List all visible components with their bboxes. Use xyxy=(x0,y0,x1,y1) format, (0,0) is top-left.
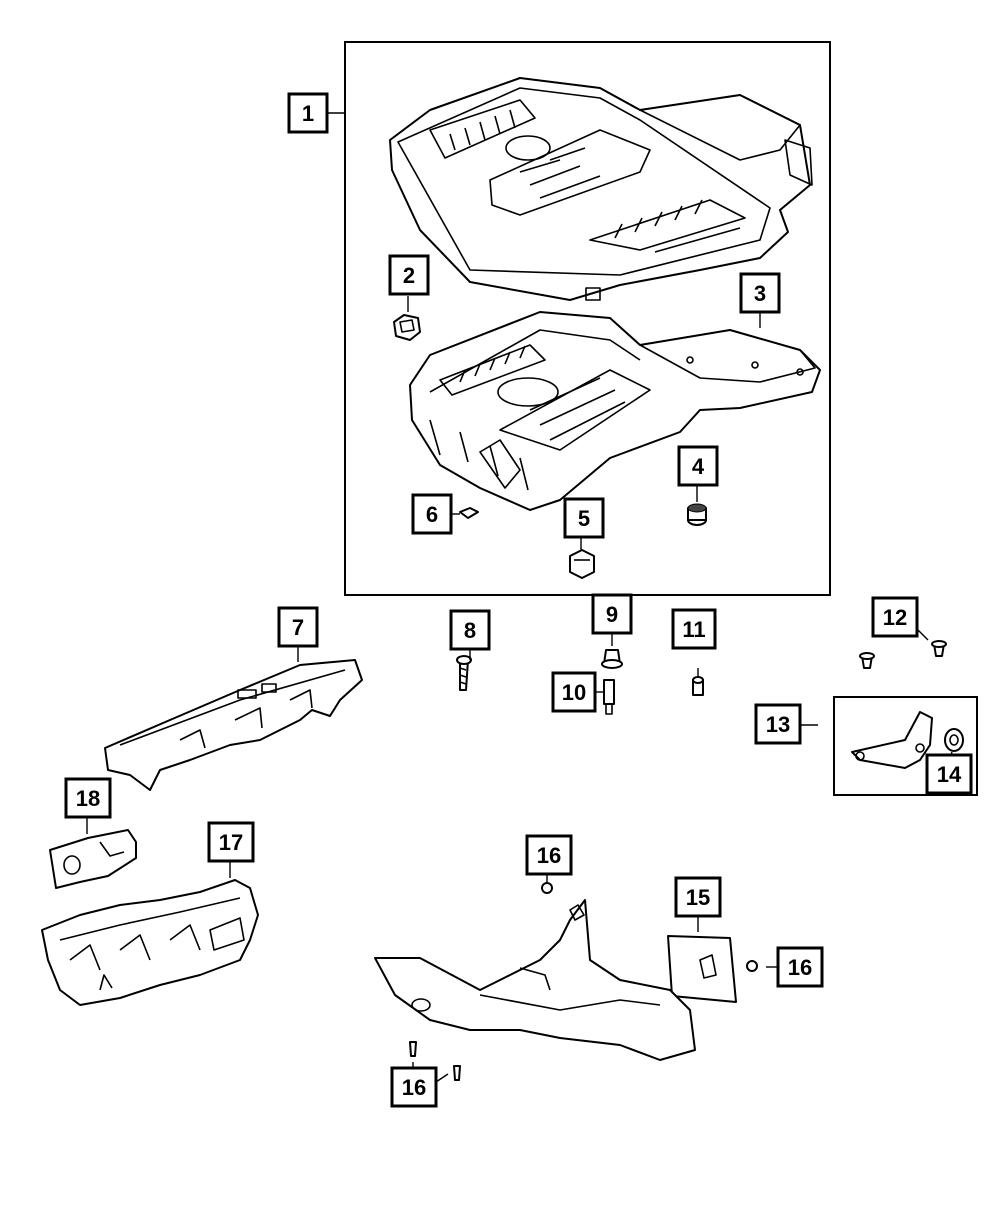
svg-text:3: 3 xyxy=(754,281,766,306)
callout-4: 4 xyxy=(677,445,719,487)
stud-part xyxy=(603,679,615,715)
pin-part xyxy=(692,676,704,696)
callout-16-top: 16 xyxy=(525,834,573,876)
callout-7: 7 xyxy=(277,606,319,648)
svg-text:16: 16 xyxy=(402,1075,426,1100)
svg-text:11: 11 xyxy=(682,617,705,642)
svg-text:16: 16 xyxy=(788,955,812,980)
svg-text:6: 6 xyxy=(426,502,438,527)
callout-6: 6 xyxy=(411,493,453,535)
svg-text:1: 1 xyxy=(302,101,314,126)
svg-text:7: 7 xyxy=(292,615,304,640)
callout-14: 14 xyxy=(925,753,973,795)
callout-18: 18 xyxy=(64,777,112,819)
callout-3: 3 xyxy=(739,272,781,314)
nut-part xyxy=(393,314,421,341)
engine-cover-group-frame xyxy=(344,41,831,596)
callout-17: 17 xyxy=(207,821,255,863)
nut-part-5 xyxy=(569,549,595,579)
callout-1: 1 xyxy=(287,92,329,134)
callout-5: 5 xyxy=(563,497,605,539)
svg-text:14: 14 xyxy=(937,762,962,787)
callout-8: 8 xyxy=(449,609,491,651)
svg-text:17: 17 xyxy=(219,830,243,855)
bolt-part-8 xyxy=(456,655,472,691)
svg-text:18: 18 xyxy=(76,786,100,811)
bracket-group-frame xyxy=(833,696,978,796)
callout-16-bottom: 16 xyxy=(390,1066,438,1108)
callout-15: 15 xyxy=(674,876,722,918)
bracket-part xyxy=(851,711,964,769)
callout-12: 12 xyxy=(871,596,919,638)
callout-11: 11 xyxy=(671,608,717,650)
engine-cover-part xyxy=(389,77,813,301)
svg-text:8: 8 xyxy=(464,618,476,643)
svg-text:10: 10 xyxy=(562,680,586,705)
svg-text:2: 2 xyxy=(403,263,415,288)
callout-2: 2 xyxy=(388,254,430,296)
grommet-part xyxy=(687,503,707,526)
shield-plate-part xyxy=(667,935,737,1003)
svg-text:16: 16 xyxy=(537,843,561,868)
heat-shield-rail-part xyxy=(104,659,363,791)
callout-10: 10 xyxy=(551,671,597,713)
engine-cover-insulator-part xyxy=(409,311,821,511)
clip-part xyxy=(459,507,479,519)
svg-text:4: 4 xyxy=(692,454,705,479)
push-pin-part xyxy=(601,649,623,669)
svg-text:13: 13 xyxy=(766,712,790,737)
small-shield-part xyxy=(49,829,137,889)
underbody-shield-part xyxy=(374,899,696,1061)
svg-text:12: 12 xyxy=(883,605,907,630)
bolt-pair-part xyxy=(859,640,947,669)
callout-9: 9 xyxy=(591,593,633,635)
callout-13: 13 xyxy=(754,703,802,745)
svg-text:5: 5 xyxy=(578,506,590,531)
svg-text:15: 15 xyxy=(686,885,710,910)
manifold-shield-part xyxy=(41,879,259,1006)
svg-text:9: 9 xyxy=(606,602,618,627)
callout-16-right: 16 xyxy=(776,946,824,988)
